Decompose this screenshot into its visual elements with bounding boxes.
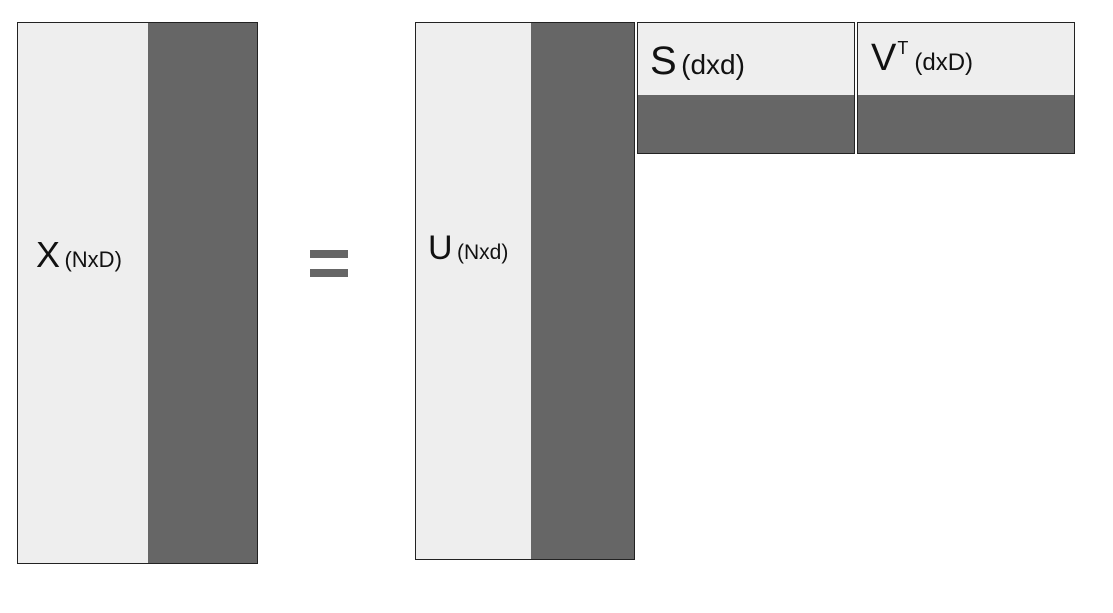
matrix-x-dimensions: (NxD) <box>64 247 122 272</box>
matrix-u-label: U (Nxd) <box>428 229 508 268</box>
equals-sign <box>310 250 348 277</box>
matrix-x-symbol: X <box>36 234 61 275</box>
matrix-vt-transpose-superscript: T <box>897 38 909 58</box>
matrix-u: U (Nxd) <box>415 22 635 560</box>
equals-sign-bottom-bar <box>310 269 348 277</box>
matrix-u-symbol: U <box>428 229 453 267</box>
equals-sign-top-bar <box>310 250 348 258</box>
matrix-s-dimensions: (dxd) <box>681 49 745 80</box>
matrix-x-label: X (NxD) <box>36 234 122 276</box>
matrix-vt: VT(dxD) <box>857 22 1075 154</box>
matrix-x: X (NxD) <box>17 22 258 564</box>
matrix-vt-symbol: V <box>871 37 897 79</box>
matrix-vt-label: VT(dxD) <box>871 37 973 80</box>
matrix-s-symbol: S <box>650 39 677 83</box>
matrix-u-dark-block <box>531 23 634 559</box>
matrix-x-dark-block <box>148 23 257 563</box>
matrix-s-label: S (dxd) <box>650 39 745 84</box>
matrix-u-dimensions: (Nxd) <box>457 241 509 264</box>
matrix-vt-dimensions: (dxD) <box>914 49 974 76</box>
matrix-s: S (dxd) <box>637 22 855 154</box>
matrix-s-dark-block <box>638 95 854 153</box>
matrix-vt-dark-block <box>858 95 1074 153</box>
